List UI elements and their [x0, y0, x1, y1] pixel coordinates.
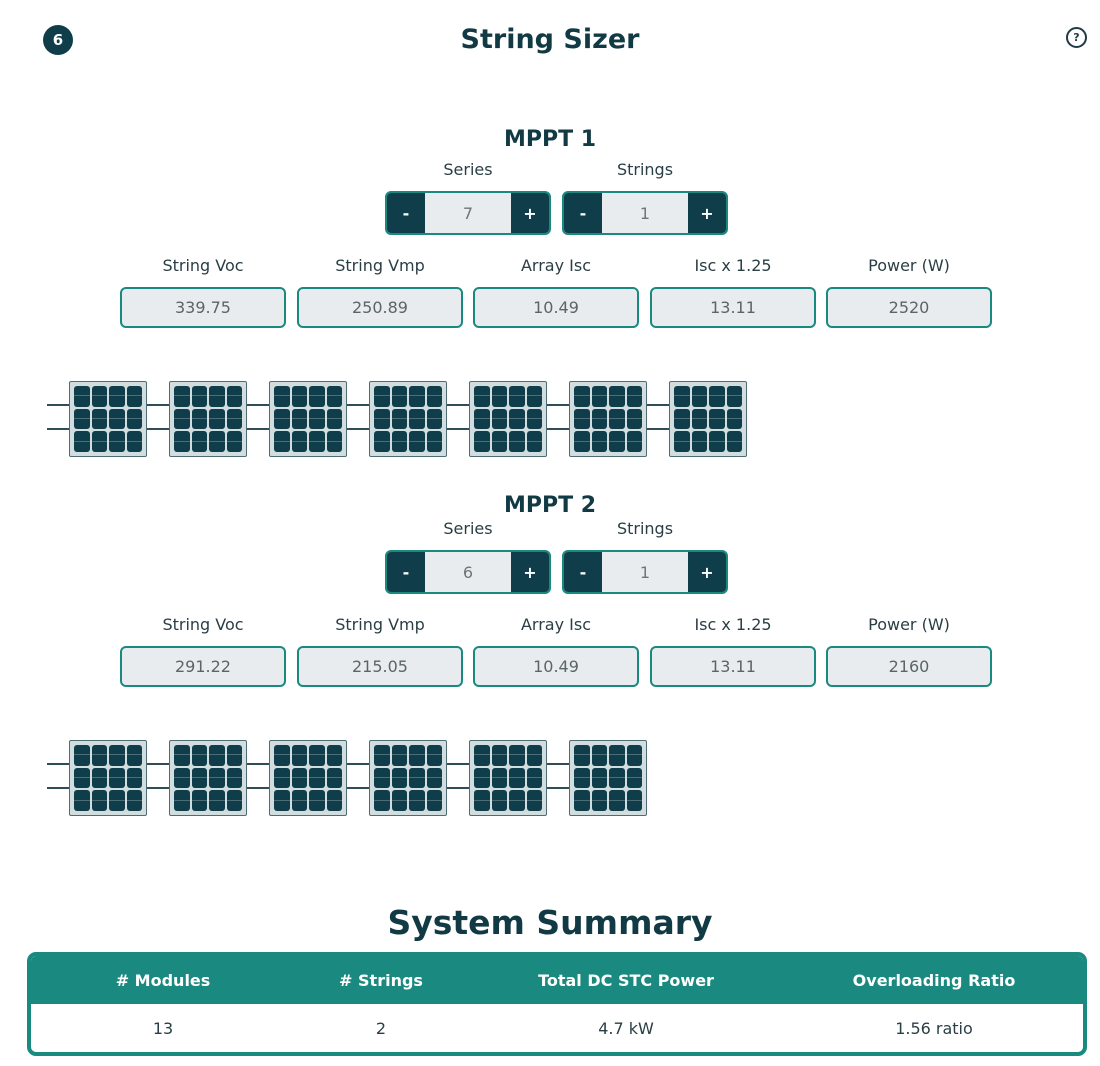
help-icon[interactable]: ?: [1066, 27, 1087, 48]
string-voc-field: 339.75: [120, 287, 286, 328]
solar-panel-icon: [569, 381, 647, 457]
solar-panel-icon: [569, 740, 647, 816]
strings-value[interactable]: 1: [639, 203, 651, 223]
power-field: 2520: [826, 287, 992, 328]
power-field: 2160: [826, 646, 992, 687]
modules-header: # Modules: [115, 970, 211, 990]
strings-label: Strings: [616, 160, 674, 179]
isc-125-label: Isc x 1.25: [694, 615, 772, 634]
solar-panel-icon: [369, 740, 447, 816]
string-vmp-label: String Vmp: [335, 615, 425, 634]
summary-value-row: 13 2 4.7 kW 1.56 ratio: [31, 1004, 1083, 1052]
array-isc-label: Array Isc: [520, 256, 592, 275]
strings-stepper: - 1 +: [562, 550, 728, 594]
page-title: String Sizer: [460, 24, 640, 55]
series-decrement-button[interactable]: -: [387, 552, 425, 592]
summary-title: System Summary: [387, 903, 713, 942]
string-voc-label: String Voc: [162, 256, 244, 275]
strings-increment-button[interactable]: +: [688, 552, 726, 592]
solar-panel-icon: [69, 740, 147, 816]
strings-value[interactable]: 1: [639, 562, 651, 582]
solar-panel-icon: [469, 740, 547, 816]
solar-panel-icon: [169, 381, 247, 457]
strings-increment-button[interactable]: +: [688, 193, 726, 233]
overloading-ratio-header: Overloading Ratio: [852, 970, 1016, 990]
dc-power-value: 4.7 kW: [598, 1018, 654, 1038]
overloading-ratio-value: 1.56 ratio: [895, 1018, 973, 1038]
string-wire: [47, 404, 679, 406]
panel-string-diagram: [47, 381, 747, 459]
summary-header-row: # Modules # Strings Total DC STC Power O…: [31, 956, 1083, 1004]
step-number-badge: 6: [43, 25, 73, 55]
string-vmp-label: String Vmp: [335, 256, 425, 275]
mppt-title: MPPT 2: [503, 493, 597, 518]
array-isc-label: Array Isc: [520, 615, 592, 634]
string-wire: [47, 428, 679, 430]
series-increment-button[interactable]: +: [511, 552, 549, 592]
solar-panel-icon: [269, 740, 347, 816]
mppt-title: MPPT 1: [503, 127, 597, 152]
power-label: Power (W): [868, 256, 950, 275]
series-label: Series: [443, 519, 493, 538]
solar-panel-icon: [669, 381, 747, 457]
solar-panel-icon: [269, 381, 347, 457]
series-increment-button[interactable]: +: [511, 193, 549, 233]
series-value[interactable]: 6: [462, 562, 474, 582]
string-vmp-field: 215.05: [297, 646, 463, 687]
power-label: Power (W): [868, 615, 950, 634]
series-stepper: - 7 +: [385, 191, 551, 235]
solar-panel-icon: [369, 381, 447, 457]
strings-decrement-button[interactable]: -: [564, 552, 602, 592]
strings-header: # Strings: [339, 970, 423, 990]
array-isc-field: 10.49: [473, 646, 639, 687]
series-decrement-button[interactable]: -: [387, 193, 425, 233]
string-voc-field: 291.22: [120, 646, 286, 687]
isc-125-field: 13.11: [650, 646, 816, 687]
modules-value: 13: [152, 1018, 174, 1038]
strings-label: Strings: [616, 519, 674, 538]
strings-stepper: - 1 +: [562, 191, 728, 235]
series-stepper: - 6 +: [385, 550, 551, 594]
solar-panel-icon: [69, 381, 147, 457]
series-value[interactable]: 7: [462, 203, 474, 223]
isc-125-field: 13.11: [650, 287, 816, 328]
panel-string-diagram: [47, 740, 647, 818]
solar-panel-icon: [169, 740, 247, 816]
array-isc-field: 10.49: [473, 287, 639, 328]
strings-value: 2: [375, 1018, 387, 1038]
system-summary-table: # Modules # Strings Total DC STC Power O…: [27, 952, 1087, 1056]
solar-panel-icon: [469, 381, 547, 457]
isc-125-label: Isc x 1.25: [694, 256, 772, 275]
series-label: Series: [443, 160, 493, 179]
strings-decrement-button[interactable]: -: [564, 193, 602, 233]
string-vmp-field: 250.89: [297, 287, 463, 328]
string-voc-label: String Voc: [162, 615, 244, 634]
dc-power-header: Total DC STC Power: [538, 970, 714, 990]
